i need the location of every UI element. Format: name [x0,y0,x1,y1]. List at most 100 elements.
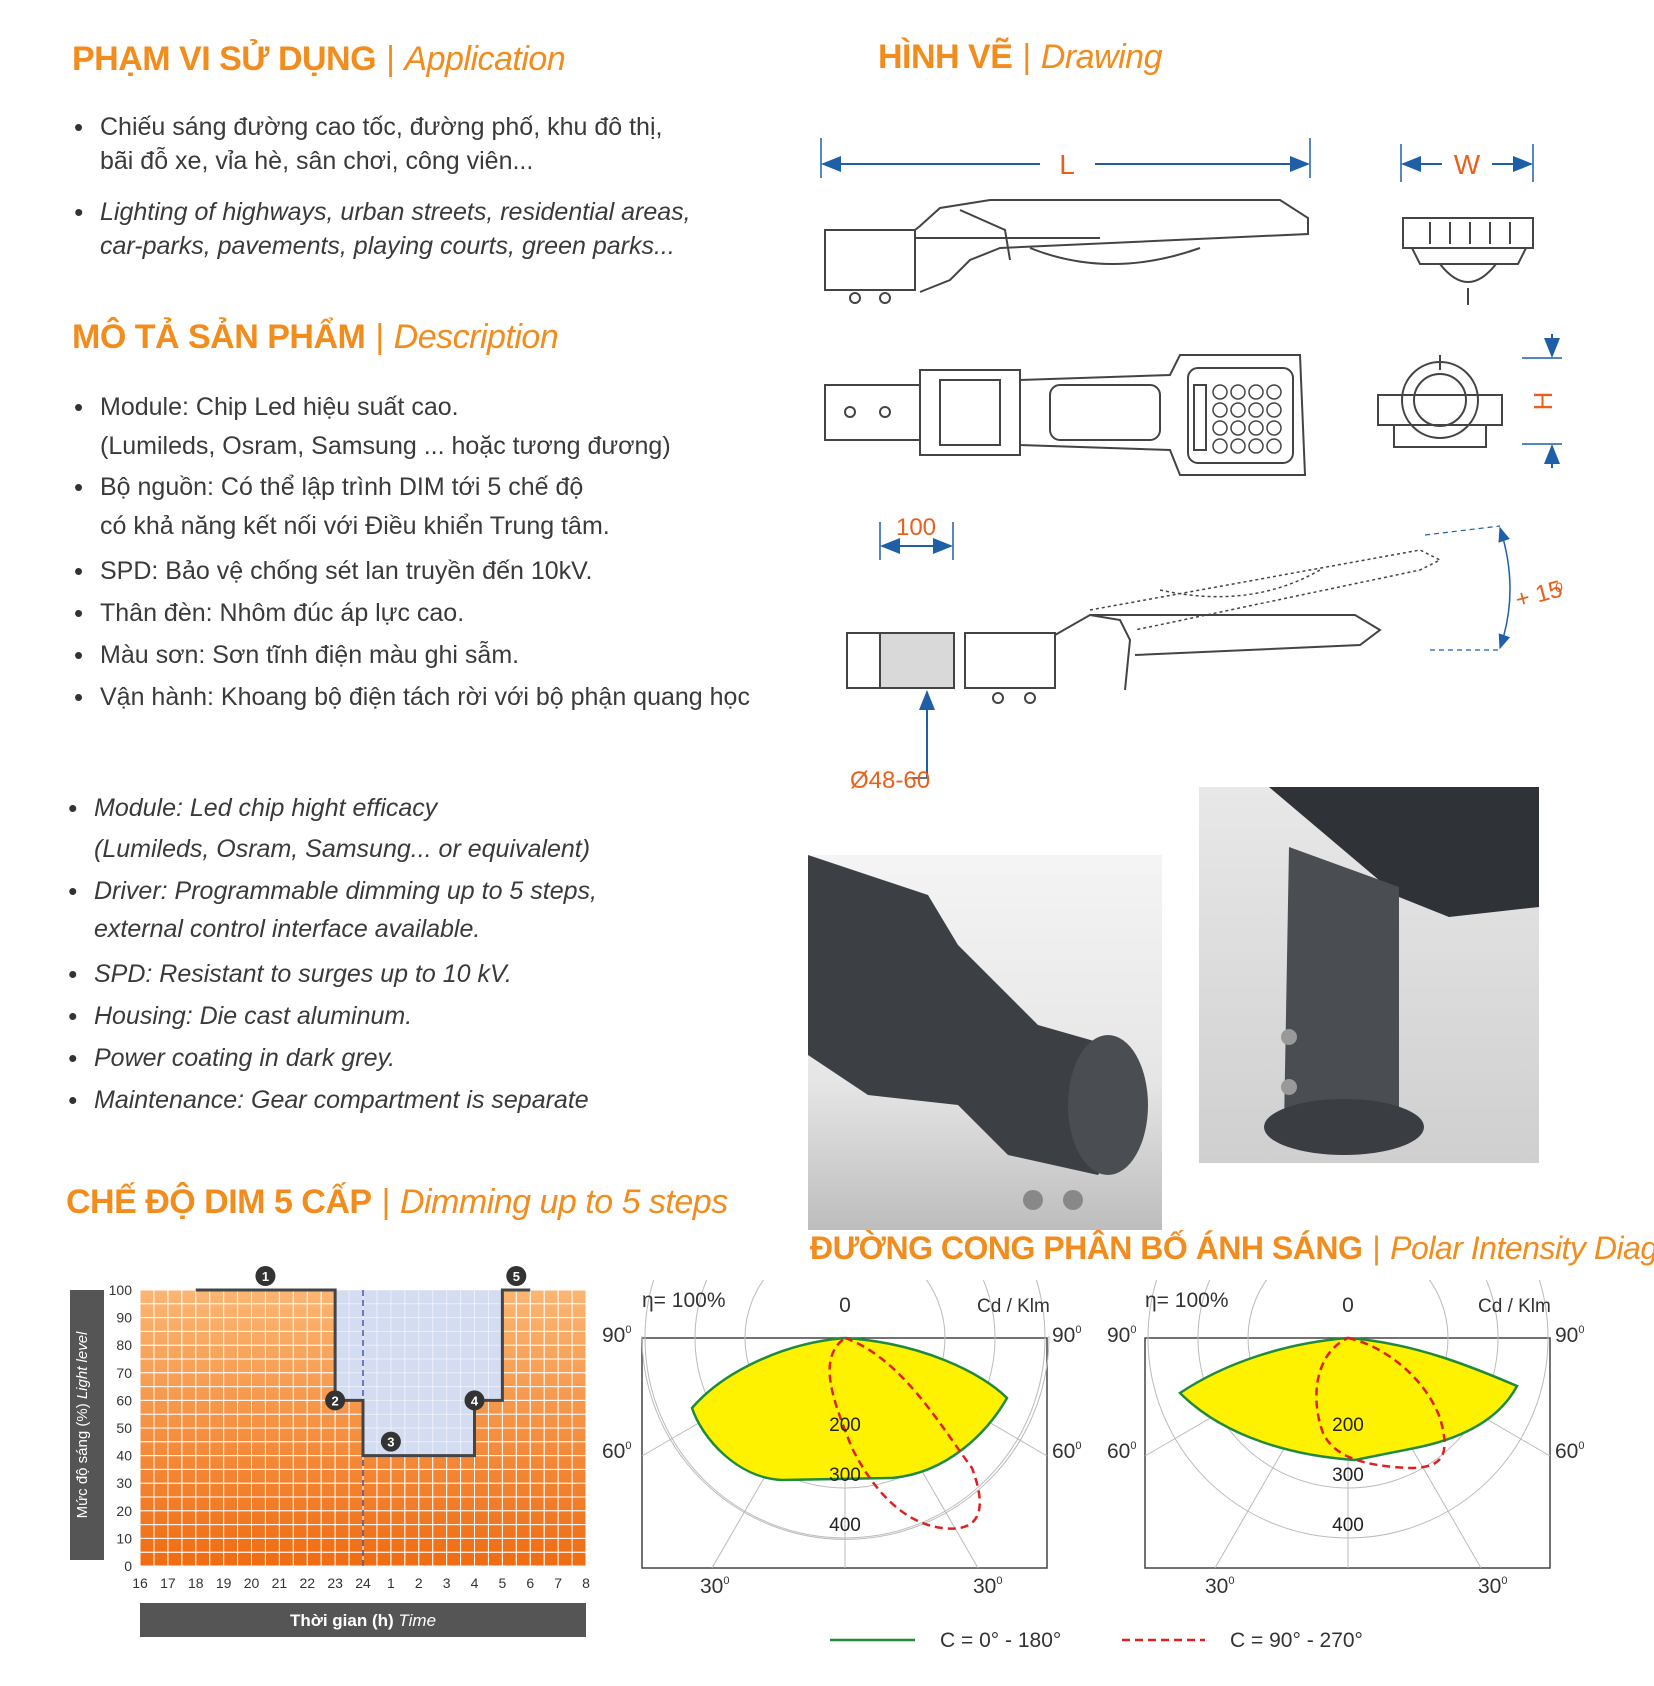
title-separator: | [386,40,395,78]
list-item: SPD: Bảo vệ chống sét lan truyền đến 10k… [70,550,770,592]
ring-label: 200 [1332,1415,1364,1436]
polar-diagram-1: 200 300 400 [641,1280,1050,1569]
x-tick-label: 2 [415,1575,423,1591]
angle-30-right: 300 [973,1575,1002,1598]
svg-text:1: 1 [262,1269,269,1284]
legend-dashed-label: C = 90° - 270° [1230,1629,1363,1652]
dim-100-label: 100 [896,514,936,541]
dim-W-label: W [1454,149,1481,180]
list-item: Housing: Die cast aluminum. [64,995,704,1037]
dim-pipe-label: Ø48-60 [850,767,930,794]
step-marker: 4 [464,1390,485,1411]
drawing-title-vi: HÌNH VẼ [878,38,1013,76]
y-tick-label: 80 [116,1337,132,1353]
dimming-title-vi: CHẾ ĐỘ DIM 5 CẤP [66,1183,372,1221]
y-tick-label: 0 [124,1558,132,1574]
svg-text:2: 2 [332,1393,339,1408]
luminaire-rear-view [1377,355,1503,448]
x-tick-label: 18 [188,1575,204,1591]
polar-legend: C = 0° - 180° C = 90° - 270° [830,1629,1363,1652]
step-marker: 3 [380,1431,401,1452]
svg-text:4: 4 [471,1393,479,1408]
dim-angle-sup: 0 [1555,579,1563,595]
application-title-en: Application [404,40,566,78]
curve-c90-270 [1315,1336,1446,1470]
luminaire-side-view [824,199,1309,304]
ring-label: 300 [829,1465,861,1486]
x-tick-label: 20 [244,1575,260,1591]
ring-label: 200 [829,1415,861,1436]
polar-diagrams: 200 300 400 η= 100% 0 Cd / Klm 900 900 6… [602,1280,1584,1652]
list-item: Module: Chip Led hiệu suất cao.(Lumileds… [70,388,770,466]
polar-diagram-2: 200 300 400 [1144,1280,1551,1569]
eta-label: η= 100% [642,1289,726,1312]
x-tick-label: 1 [387,1575,395,1591]
x-tick-label: 23 [327,1575,343,1591]
svg-text:5: 5 [513,1269,520,1284]
tilt-angle: + 15 0 [1424,525,1565,651]
x-tick-label: 5 [498,1575,506,1591]
angle-60-right: 600 [1052,1440,1081,1463]
product-photo-mount-side [808,855,1162,1230]
luminaire-tilt-view [964,549,1442,704]
dimming-chart: Mức độ sáng (%) Light level 010203040506… [70,1266,590,1637]
step-markers: 1 2 3 4 5 [255,1266,527,1452]
list-item: Driver: Programmable dimming up to 5 ste… [64,872,704,948]
product-photo-mount-front [1199,787,1539,1163]
angle-60-left: 600 [1107,1440,1136,1463]
drawing-title: HÌNH VẼ|Drawing [878,38,1162,77]
x-tick-label: 16 [132,1575,148,1591]
step-marker: 5 [506,1266,527,1286]
title-separator: | [1022,38,1031,76]
y-tick-label: 20 [116,1503,132,1519]
dimming-title-en: Dimming up to 5 steps [399,1183,728,1221]
x-tick-label: 4 [471,1575,479,1591]
application-title: PHẠM VI SỬ DỤNG|Application [72,40,566,79]
polar-title: ĐƯỜNG CONG PHÂN BỐ ÁNH SÁNG|Polar Intens… [810,1230,1654,1267]
angle-30-left: 300 [1205,1575,1234,1598]
technical-drawing: L W [820,138,1565,794]
drawing-title-en: Drawing [1040,38,1163,76]
x-tick-label: 6 [526,1575,534,1591]
y-axis-band [70,1290,104,1560]
pipe-section: Ø48-60 [846,632,955,794]
angle-30-left: 300 [700,1575,729,1598]
dimension-L: L [820,138,1311,180]
title-separator: | [381,1183,391,1221]
description-title: MÔ TẢ SẢN PHẨM|Description [72,318,559,357]
list-item: SPD: Resistant to surges up to 10 kV. [64,953,704,995]
angle-90-left: 900 [602,1324,631,1347]
description-list-vi: Module: Chip Led hiệu suất cao.(Lumileds… [70,388,770,718]
ring-label: 400 [1332,1515,1364,1536]
list-item: Lighting of highways, urban streets, res… [70,195,730,263]
title-separator: | [1372,1230,1381,1266]
luminaire-bottom-view [824,354,1307,476]
curve-c0-180 [1178,1336,1519,1462]
y-tick-label: 30 [116,1475,132,1491]
y-tick-label: 50 [116,1420,132,1436]
x-tick-label: 24 [355,1575,371,1591]
y-tick-label: 70 [116,1365,132,1381]
polar-title-en: Polar Intensity Diagram [1390,1230,1654,1266]
dim-curve [195,1288,531,1458]
x-axis-label: Thời gian (h) Time [290,1611,436,1630]
application-list-en: Lighting of highways, urban streets, res… [70,195,730,263]
list-item: Vận hành: Khoang bộ điện tách rời với bộ… [70,676,770,718]
x-tick-label: 3 [443,1575,451,1591]
angle-60-left: 600 [602,1440,631,1463]
application-list-vi: Chiếu sáng đường cao tốc, đường phố, khu… [70,110,730,178]
y-tick-label: 40 [116,1448,132,1464]
list-item: Maintenance: Gear compartment is separat… [64,1079,704,1121]
application-title-vi: PHẠM VI SỬ DỤNG [72,40,377,78]
x-tick-label: 17 [160,1575,176,1591]
svg-text:3: 3 [387,1435,394,1450]
x-tick-label: 8 [582,1575,590,1591]
title-separator: | [375,318,384,356]
step-marker: 2 [325,1390,346,1411]
y-tick-label: 100 [109,1282,133,1298]
legend-solid-label: C = 0° - 180° [940,1629,1061,1652]
dimension-H: H [1522,334,1562,468]
ring-label: 400 [829,1515,861,1536]
